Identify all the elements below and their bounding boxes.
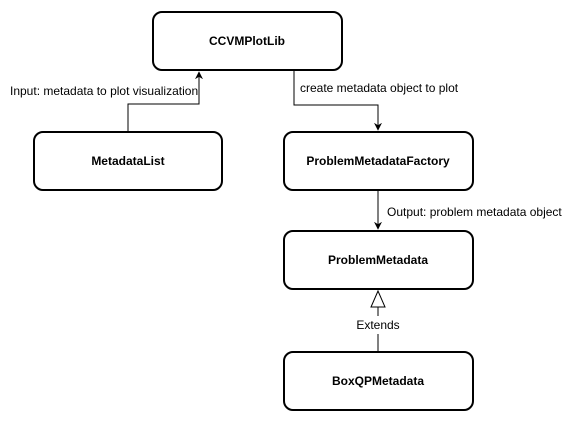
- edge-input-metadata: Input: metadata to plot visualization: [10, 71, 203, 131]
- node-problemmetadata-box: [283, 230, 474, 290]
- node-metadatalist: MetadataList: [33, 131, 223, 191]
- edge-output-metadata: Output: problem metadata object: [374, 191, 562, 230]
- edge-input-line: [127, 71, 203, 131]
- node-ccvmplotlib-label: CCVMPlotLib: [209, 34, 285, 48]
- edge-extends-label-bg: [353, 316, 403, 334]
- edge-input-label: Input: metadata to plot visualization: [10, 84, 198, 98]
- edge-create-line: [293, 70, 382, 131]
- inheritance-arrowhead-icon: [370, 289, 386, 308]
- node-problemmetadatafactory-box: [283, 131, 474, 191]
- edge-create-metadata: create metadata object to plot: [293, 70, 459, 131]
- node-boxqpmetadata-box: [283, 351, 474, 411]
- node-metadatalist-label: MetadataList: [91, 154, 164, 168]
- edge-extends: Extends: [353, 289, 403, 352]
- node-ccvmplotlib: CCVMPlotLib: [152, 11, 343, 71]
- node-problemmetadatafactory: ProblemMetadataFactory: [283, 131, 474, 191]
- node-boxqpmetadata-label: BoxQPMetadata: [332, 374, 424, 388]
- edge-extends-label: Extends: [356, 318, 399, 332]
- node-ccvmplotlib-box: [152, 11, 343, 71]
- edge-create-label: create metadata object to plot: [300, 81, 459, 95]
- edge-output-label: Output: problem metadata object: [387, 205, 562, 219]
- node-problemmetadata: ProblemMetadata: [283, 230, 474, 290]
- node-problemmetadata-label: ProblemMetadata: [328, 253, 428, 267]
- node-metadatalist-box: [33, 131, 223, 191]
- node-boxqpmetadata: BoxQPMetadata: [283, 351, 474, 411]
- node-problemmetadatafactory-label: ProblemMetadataFactory: [306, 154, 450, 168]
